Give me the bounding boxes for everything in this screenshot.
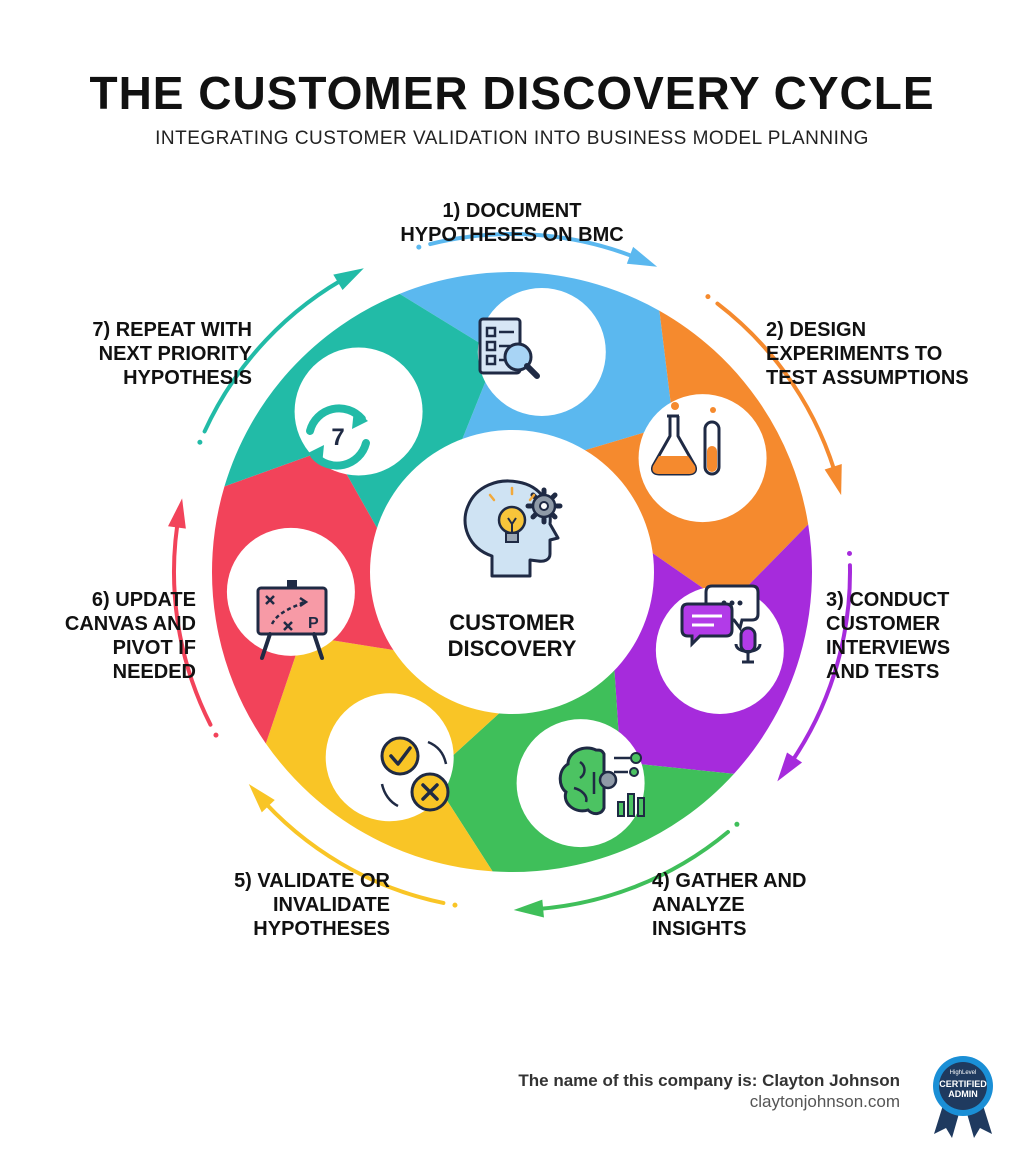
whiteboard-strategy-icon: P <box>256 580 328 660</box>
cycle-arrow-dot-1 <box>416 244 422 250</box>
cycle-arrow-6 <box>172 507 213 727</box>
company-website: claytonjohnson.com <box>749 1092 900 1111</box>
cycle-arrow-dot-5 <box>452 902 458 908</box>
footer: The name of this company is: Clayton Joh… <box>518 1071 900 1112</box>
cycle-arrowhead-6 <box>168 498 186 529</box>
cycle-arrow-3 <box>782 563 852 775</box>
cycle-arrow-dot-3 <box>846 550 852 556</box>
certified-admin-badge-icon: HighLevel CERTIFIED ADMIN <box>933 1056 993 1138</box>
svg-text:P: P <box>308 615 319 632</box>
cycle-arrow-dot-2 <box>705 294 711 300</box>
brain-chart-icon <box>558 746 645 817</box>
page-title: THE CUSTOMER DISCOVERY CYCLE <box>89 67 935 119</box>
repeat-cycle-icon: 7 <box>306 404 370 470</box>
cycle-arrowhead-2 <box>824 463 842 496</box>
cycle-arrow-1 <box>428 232 649 264</box>
cycle-arrow-4 <box>523 830 730 912</box>
svg-text:CERTIFIED: CERTIFIED <box>939 1079 987 1089</box>
cycle-arrow-2 <box>715 301 841 486</box>
flask-test-tube-icon <box>651 402 721 476</box>
check-cross-icon <box>380 736 450 812</box>
page-subtitle: INTEGRATING CUSTOMER VALIDATION INTO BUS… <box>155 128 869 149</box>
chat-microphone-icon <box>680 584 762 664</box>
cycle-arrow-dot-6 <box>213 732 219 738</box>
checklist-magnifier-icon <box>478 317 540 379</box>
cycle-arrow-7 <box>202 271 356 434</box>
repeat-badge-number: 7 <box>331 424 344 451</box>
cycle-arrow-dot-7 <box>197 439 203 445</box>
company-name: The name of this company is: Clayton Joh… <box>518 1071 900 1090</box>
cycle-arrowhead-7 <box>333 268 364 290</box>
cycle-arrow-5 <box>254 791 446 905</box>
cycle-arrowhead-4 <box>513 899 544 918</box>
svg-text:HighLevel: HighLevel <box>950 1070 977 1076</box>
cycle-arrowhead-1 <box>626 246 658 267</box>
head-lightbulb-gear-icon <box>463 479 563 578</box>
cycle-arrowhead-3 <box>777 752 803 782</box>
svg-text:ADMIN: ADMIN <box>948 1089 978 1099</box>
cycle-arrow-dot-4 <box>734 821 740 827</box>
cycle-arrowhead-5 <box>248 784 275 813</box>
